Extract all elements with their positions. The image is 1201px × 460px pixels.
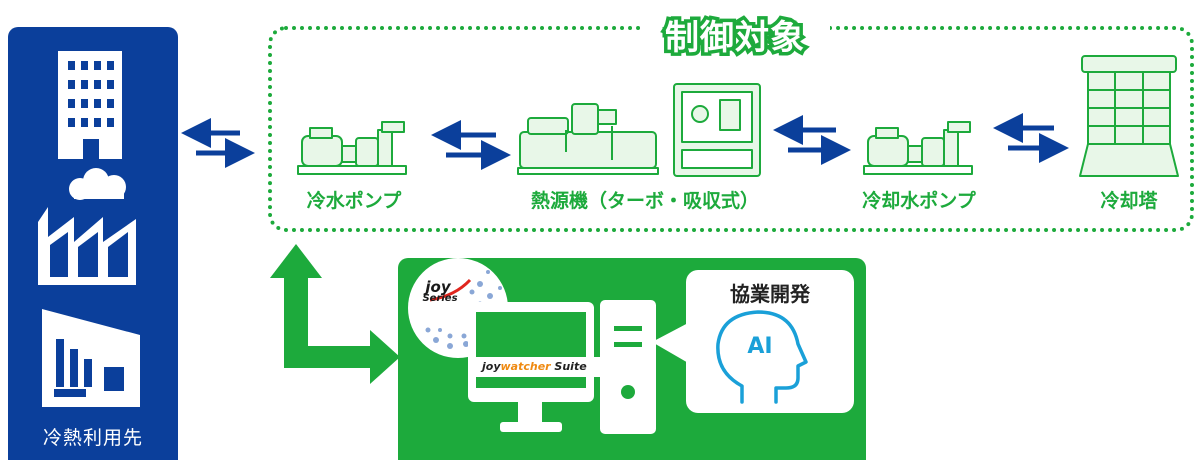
equipment-label-chilled-water-pump: 冷水ポンプ: [306, 190, 402, 212]
monitor-icon: [468, 302, 594, 432]
user-panel: 冷熱利用先: [8, 27, 178, 460]
facility-icon: [42, 309, 140, 407]
arrow-pump-chiller: [431, 120, 511, 170]
factory-icon: [38, 168, 136, 285]
arrow-users-control: [181, 118, 255, 168]
equipment-label-cooling-water-pump: 冷却水ポンプ: [862, 190, 976, 212]
series-logo-text: Series: [422, 293, 458, 304]
joy-logo-text: joy: [425, 278, 451, 296]
user-icons: [38, 51, 140, 407]
arrow-chiller-coolpump: [773, 115, 851, 165]
joywatcher-suite-label: joywatcher Suite: [476, 357, 606, 377]
pump-icon: [863, 121, 973, 175]
equipment-label-cooling-tower: 冷却塔: [1100, 190, 1158, 212]
equipment-label-chiller: 熱源機（ターボ・吸収式）: [530, 190, 759, 212]
suite-label-suffix: Suite: [550, 360, 587, 373]
absorption-chiller-icon: [673, 83, 761, 177]
chiller-icon: [517, 103, 659, 175]
user-panel-label: 冷熱利用先: [42, 427, 143, 449]
pc-tower-icon: [600, 300, 656, 434]
ai-box-title: 協業開発: [730, 282, 810, 306]
ai-text: AI: [747, 334, 773, 359]
suite-label-prefix: joy: [482, 360, 501, 373]
control-title: 制御対象: [662, 15, 808, 62]
building-icon: [58, 51, 122, 159]
arrow-coolpump-tower: [993, 113, 1069, 163]
ai-box-pointer: [652, 322, 690, 364]
ai-collaboration-box: [686, 270, 854, 413]
pump-icon: [297, 121, 407, 175]
suite-label-accent: watcher: [500, 360, 551, 373]
control-signal-arrow: [270, 244, 400, 384]
control-title-background: [640, 8, 830, 56]
cooling-tower-icon: [1079, 55, 1179, 177]
ai-head-icon: [716, 310, 808, 404]
